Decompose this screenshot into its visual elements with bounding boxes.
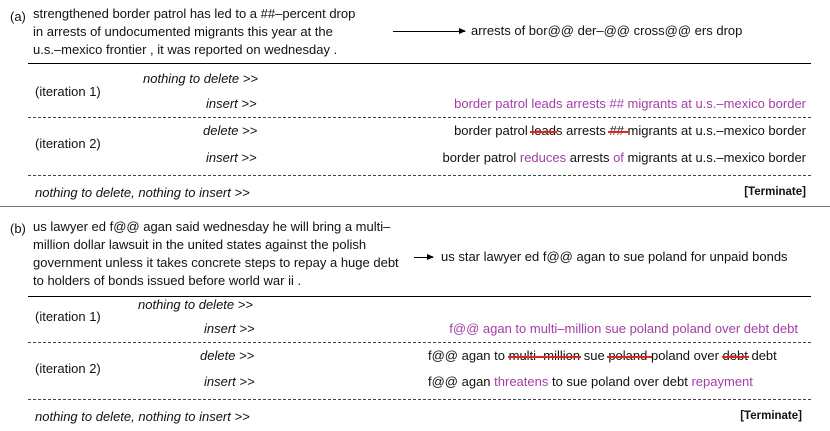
iteration-label: (iteration 1) <box>35 309 101 324</box>
iteration-label: (iteration 1) <box>35 84 101 99</box>
insert-label: insert >> <box>204 374 255 389</box>
delete-label: delete >> <box>203 123 258 138</box>
iteration-label: (iteration 2) <box>35 361 101 376</box>
inserted-token: repayment <box>691 374 753 389</box>
insert-label: insert >> <box>206 96 257 111</box>
deleted-token: debt <box>722 348 748 363</box>
arrow-icon <box>414 254 434 260</box>
kept-token: arrests <box>566 150 614 165</box>
kept-token: border patrol <box>454 123 532 138</box>
nothing-to-delete-label: nothing to delete >> <box>143 71 258 86</box>
panel-tag: (b) <box>10 221 26 236</box>
insert-label: insert >> <box>206 150 257 165</box>
terminate-badge: [Terminate] <box>740 410 802 422</box>
divider <box>28 63 811 64</box>
delete-label: delete >> <box>200 348 255 363</box>
dashed-divider <box>28 342 811 343</box>
insert-sequence: border patrol reduces arrests of migrant… <box>443 150 806 165</box>
kept-token: debt <box>747 348 777 363</box>
kept-token: to sue poland over debt <box>548 374 692 389</box>
deleted-token: multi–million <box>508 348 581 363</box>
final-step-label: nothing to delete, nothing to insert >> <box>35 409 250 424</box>
insert-sequence: f@@ agan to multi–million sue poland pol… <box>449 321 798 336</box>
arrow-icon <box>393 28 466 34</box>
insert-label: insert >> <box>204 321 255 336</box>
kept-token: s arrests <box>555 123 610 138</box>
divider <box>28 296 811 297</box>
deleted-token: poland <box>608 348 651 363</box>
kept-token: migrants at u.s.–mexico border <box>623 150 806 165</box>
deleted-token: lead <box>531 123 556 138</box>
dashed-divider <box>28 175 811 176</box>
insert-sequence: border patrol leads arrests ## migrants … <box>454 96 806 111</box>
kept-token: poland over <box>650 348 723 363</box>
source-sentence: strengthened border patrol has led to a … <box>33 6 356 57</box>
terminate-badge: [Terminate] <box>744 186 806 198</box>
dashed-divider <box>28 117 811 118</box>
inserted-token: threatens <box>494 374 549 389</box>
deleted-token: ## <box>609 123 628 138</box>
nothing-to-delete-label: nothing to delete >> <box>138 297 253 312</box>
iteration-label: (iteration 2) <box>35 136 101 151</box>
delete-sequence: f@@ agan to multi–million sue poland pol… <box>428 348 777 363</box>
kept-token: migrants at u.s.–mexico border <box>627 123 806 138</box>
kept-token: sue <box>580 348 609 363</box>
source-sentence: us lawyer ed f@@ agan said wednesday he … <box>33 219 399 288</box>
kept-token: f@@ agan <box>428 374 495 389</box>
panel-separator <box>0 206 830 207</box>
insert-sequence: f@@ agan threatens to sue poland over de… <box>428 374 753 389</box>
inserted-token: reduces <box>519 150 567 165</box>
target-sentence: arrests of bor@@ der–@@ cross@@ ers drop <box>471 23 743 38</box>
panel-tag: (a) <box>10 9 26 24</box>
kept-token: f@@ agan to <box>428 348 509 363</box>
kept-token: border patrol <box>442 150 520 165</box>
target-sentence: us star lawyer ed f@@ agan to sue poland… <box>441 249 788 264</box>
dashed-divider <box>28 399 811 400</box>
final-step-label: nothing to delete, nothing to insert >> <box>35 185 250 200</box>
inserted-token: of <box>613 150 624 165</box>
delete-sequence: border patrol leads arrests ## migrants … <box>454 123 806 138</box>
